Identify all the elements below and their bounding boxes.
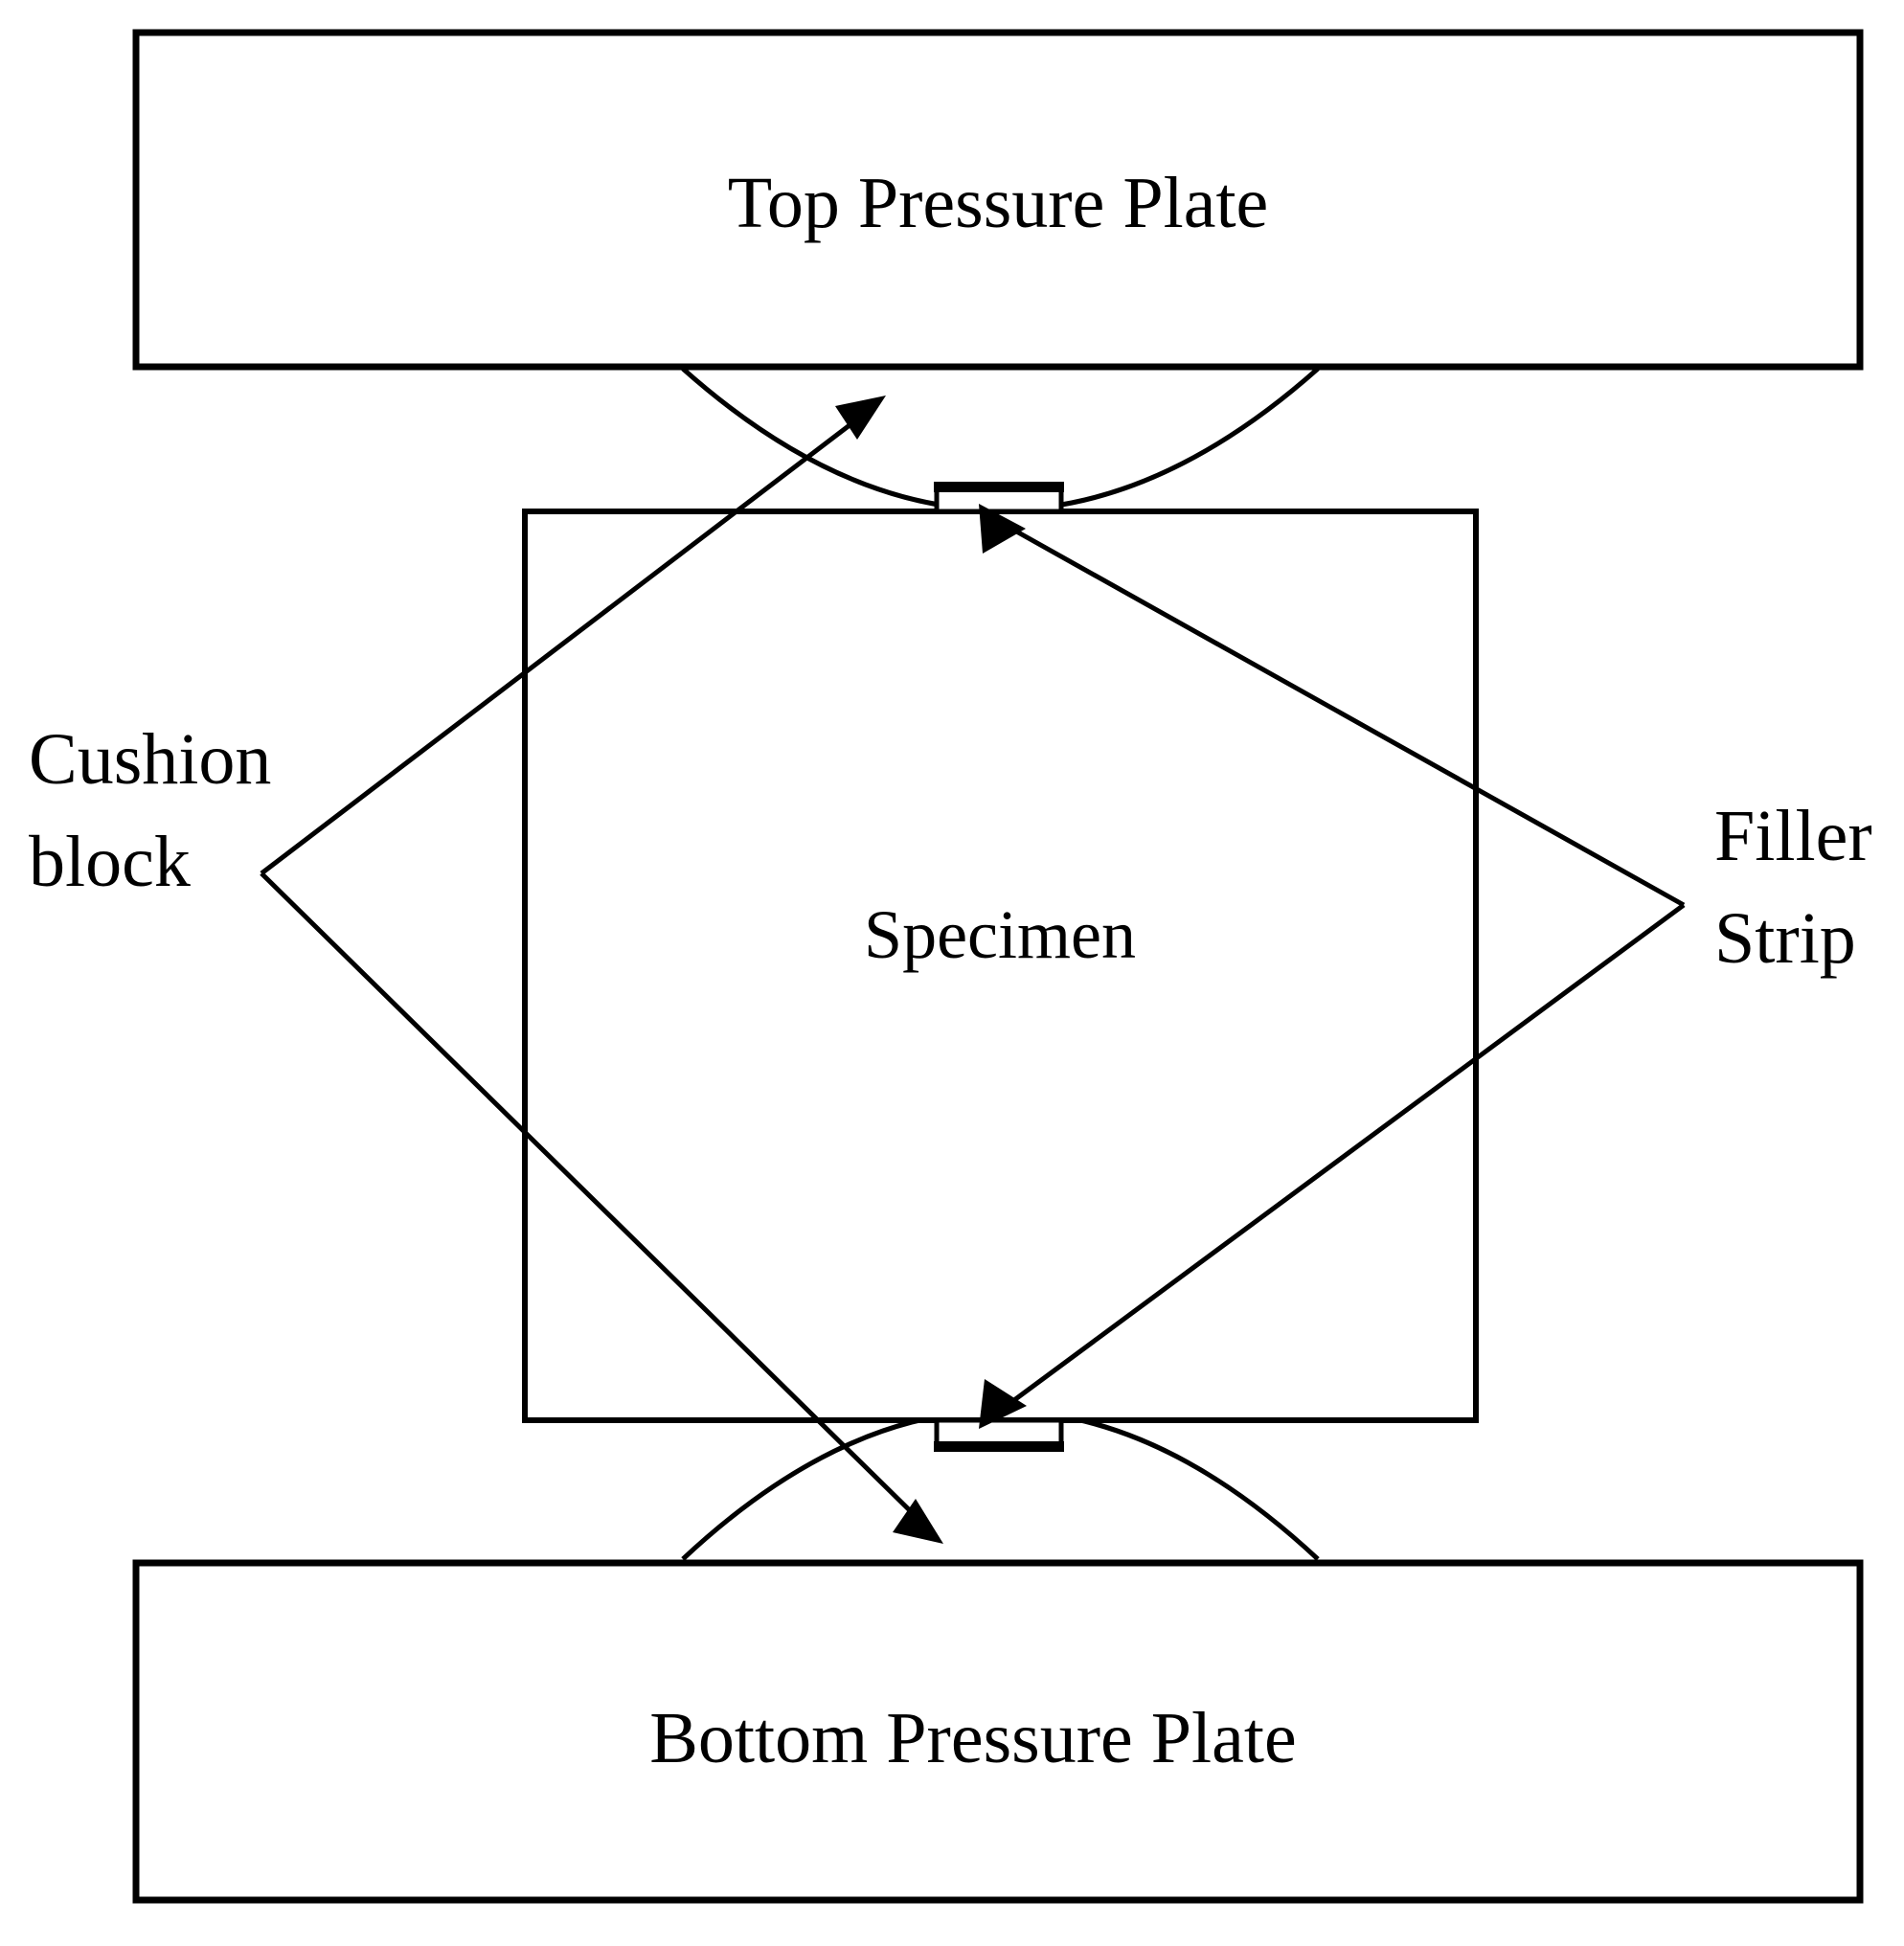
specimen: Specimen <box>522 509 1479 1423</box>
top-pressure-plate-label: Top Pressure Plate <box>728 163 1269 243</box>
cushion-block-leader-lower <box>260 871 929 1529</box>
bottom-filler-strip-bar <box>934 1441 1064 1452</box>
filler-strip-callout: Filler Strip <box>979 504 1872 1429</box>
top-pressure-plate-rect <box>132 29 1864 371</box>
filler-strip-label-line2: Strip <box>1714 898 1856 979</box>
filler-strip-leader-upper <box>994 517 1686 908</box>
filler-strip-arrowhead-upper <box>979 504 1026 554</box>
cushion-block-leader-upper <box>260 408 872 875</box>
cushion-block-callout: Cushion block <box>29 396 943 1544</box>
bottom-pressure-plate-rect <box>132 1559 1864 1904</box>
cushion-block-arrowhead-lower <box>893 1499 943 1544</box>
top-pressure-plate: Top Pressure Plate <box>132 29 1864 371</box>
cushion-block-label-line1: Cushion <box>29 719 271 800</box>
filler-strip-label-line1: Filler <box>1714 796 1872 876</box>
bottom-filler-strip <box>934 1417 1064 1452</box>
filler-strip-arrowhead-lower <box>979 1379 1027 1429</box>
cushion-block-arrowhead-upper <box>835 396 886 440</box>
bottom-pressure-plate: Bottom Pressure Plate <box>132 1559 1864 1904</box>
top-filler-strip <box>934 482 1064 514</box>
bottom-pressure-plate-label: Bottom Pressure Plate <box>649 1698 1297 1778</box>
filler-strip-leader-lower <box>994 902 1686 1416</box>
top-filler-strip-bar <box>934 482 1064 492</box>
specimen-label: Specimen <box>864 896 1136 973</box>
cushion-block-label-line2: block <box>29 822 191 902</box>
